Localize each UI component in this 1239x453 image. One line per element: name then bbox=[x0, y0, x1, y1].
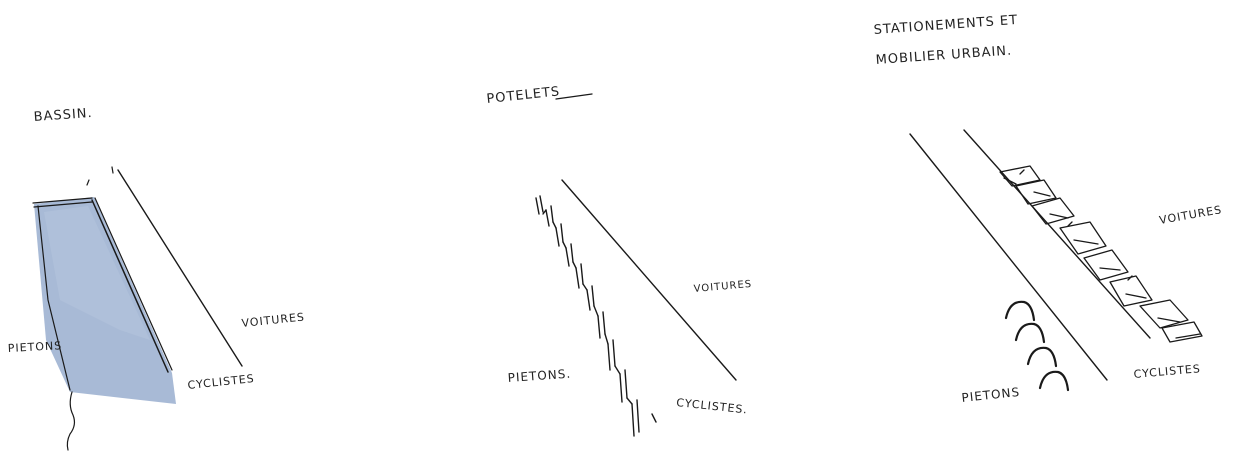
car bbox=[1060, 222, 1106, 254]
bollard bbox=[566, 244, 573, 266]
road-edge-line bbox=[562, 180, 736, 380]
bike-rack bbox=[1028, 348, 1056, 366]
label-cyclistes-3: CYCLISTES bbox=[1133, 362, 1201, 381]
bollard bbox=[536, 196, 543, 214]
panel-stationnements-title-line2: MOBILIER URBAIN. bbox=[875, 43, 1012, 68]
bollard-row bbox=[536, 196, 656, 436]
panel-bassin-title: BASSIN. bbox=[33, 106, 93, 125]
bollard bbox=[556, 224, 563, 246]
squiggle-line bbox=[67, 392, 74, 450]
parked-cars bbox=[1000, 166, 1202, 342]
title-underline bbox=[556, 94, 592, 99]
panel-potelets-title: POTELETS bbox=[486, 84, 561, 107]
panel-stationnements: STATIONEMENTS ET MOBILIER URBAIN. PIETON… bbox=[873, 13, 1223, 405]
bike-rack bbox=[1006, 302, 1034, 320]
bollard bbox=[632, 400, 639, 436]
label-cyclistes-1: CYCLISTES bbox=[187, 372, 255, 392]
label-pietons-2: PIETONS. bbox=[507, 367, 571, 385]
bike-rack bbox=[1040, 372, 1068, 390]
label-cyclistes-2: CYCLISTES. bbox=[676, 396, 749, 416]
bollard bbox=[576, 264, 583, 288]
bike-racks bbox=[1006, 302, 1068, 390]
label-pietons-3: PIETONS bbox=[961, 385, 1021, 405]
label-voitures-1: VOITURES bbox=[241, 310, 306, 330]
label-voitures-2: VOITURES bbox=[693, 279, 752, 295]
bike-rack bbox=[1016, 324, 1044, 342]
panel-potelets: POTELETS PIETONS. VOITURES CYCLISTES. bbox=[486, 84, 753, 436]
car bbox=[1110, 276, 1152, 306]
car bbox=[1162, 322, 1202, 342]
label-voitures-3: VOITURES bbox=[1158, 203, 1223, 227]
car bbox=[1140, 300, 1188, 328]
bollard-dashes bbox=[543, 210, 656, 422]
panel-bassin: BASSIN. PIETONS VOITURES CYCLISTES bbox=[7, 106, 305, 450]
bollard bbox=[587, 286, 594, 310]
panel-stationnements-title-line1: STATIONEMENTS ET bbox=[873, 13, 1018, 38]
bollard bbox=[546, 206, 553, 226]
tick-mark bbox=[112, 167, 113, 173]
road-edge-line-right bbox=[964, 130, 1150, 338]
bollard bbox=[598, 312, 605, 338]
bollard bbox=[620, 370, 627, 402]
bollard bbox=[608, 340, 615, 370]
car bbox=[1084, 250, 1128, 280]
